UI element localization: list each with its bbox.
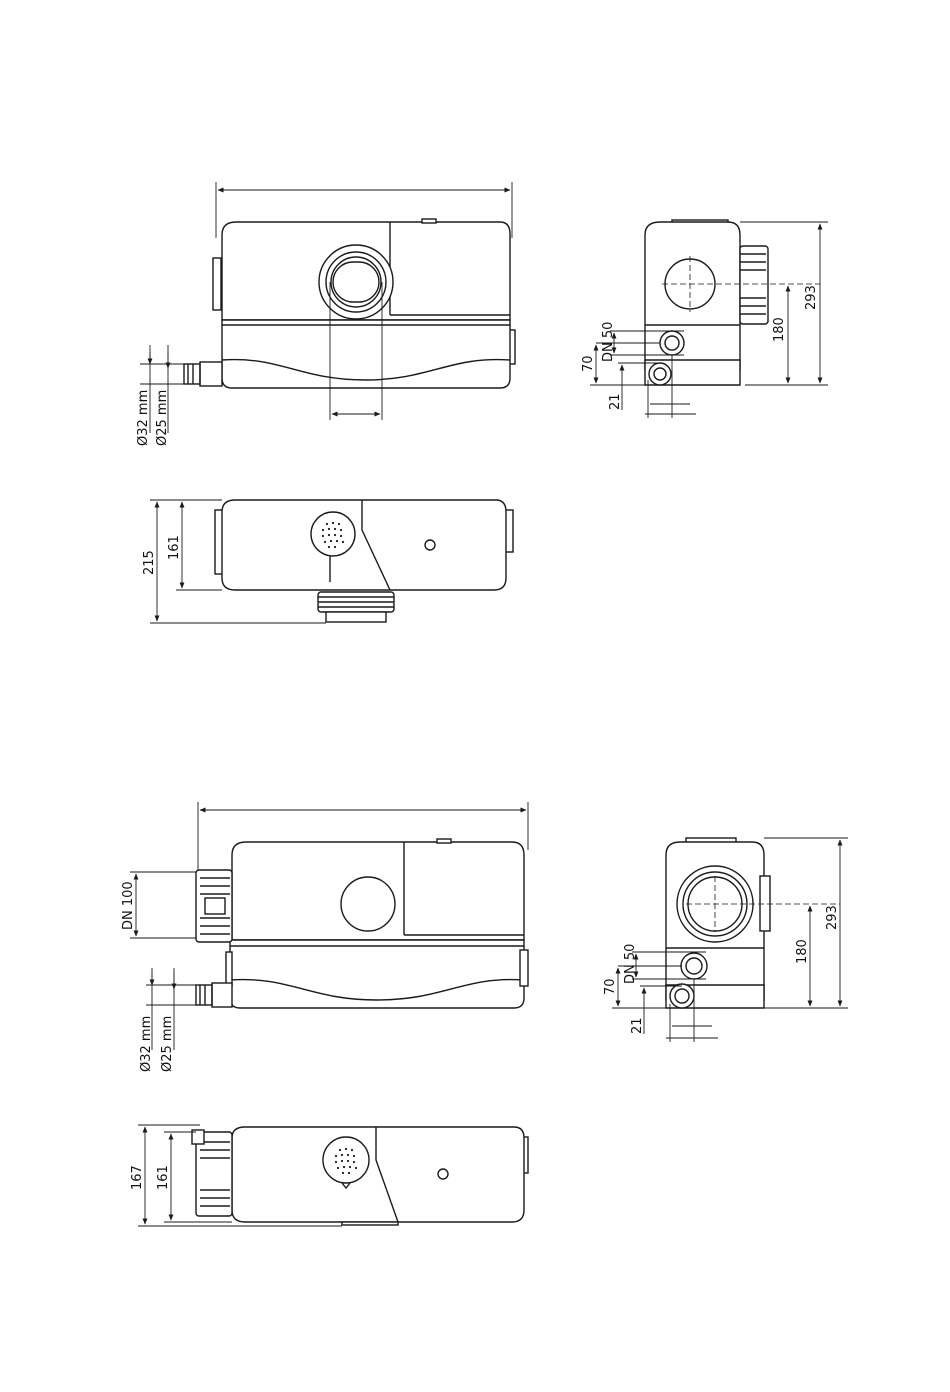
top-side-293-label: 293 xyxy=(804,285,819,310)
top-front-view: Ø32 mm Ø25 mm xyxy=(136,182,515,446)
bottom-side-view: 293 180 DN 50 70 21 xyxy=(603,838,848,1042)
top-plan-view: 215 161 xyxy=(142,500,513,623)
bottom-front-dn100-label: DN 100 xyxy=(121,881,136,930)
top-side-180-label: 180 xyxy=(772,317,787,342)
bottom-side-21-label: 21 xyxy=(630,1017,645,1034)
top-side-70-label: 70 xyxy=(581,355,596,372)
top-side-view: 293 180 DN 50 70 21 xyxy=(581,220,828,418)
top-front-d25-label: Ø25 mm xyxy=(155,390,170,446)
bottom-side-293-label: 293 xyxy=(825,905,840,930)
top-front-d32-label: Ø32 mm xyxy=(136,390,151,446)
top-plan-215-label: 215 xyxy=(142,550,157,575)
bottom-side-70-label: 70 xyxy=(603,978,618,995)
bottom-side-180-label: 180 xyxy=(795,939,810,964)
bottom-front-view: DN 100 Ø32 mm Ø25 mm xyxy=(121,802,528,1072)
top-side-dn50-label: DN 50 xyxy=(601,322,616,362)
bottom-plan-view: 167 161 xyxy=(130,1125,528,1226)
top-side-21-label: 21 xyxy=(608,393,623,410)
bottom-plan-161-label: 161 xyxy=(156,1165,171,1190)
top-plan-161-label: 161 xyxy=(167,535,182,560)
bottom-front-d32-label: Ø32 mm xyxy=(139,1016,154,1072)
bottom-plan-167-label: 167 xyxy=(130,1165,145,1190)
bottom-side-dn50-label: DN 50 xyxy=(623,944,638,984)
bottom-front-d25-label: Ø25 mm xyxy=(160,1016,175,1072)
